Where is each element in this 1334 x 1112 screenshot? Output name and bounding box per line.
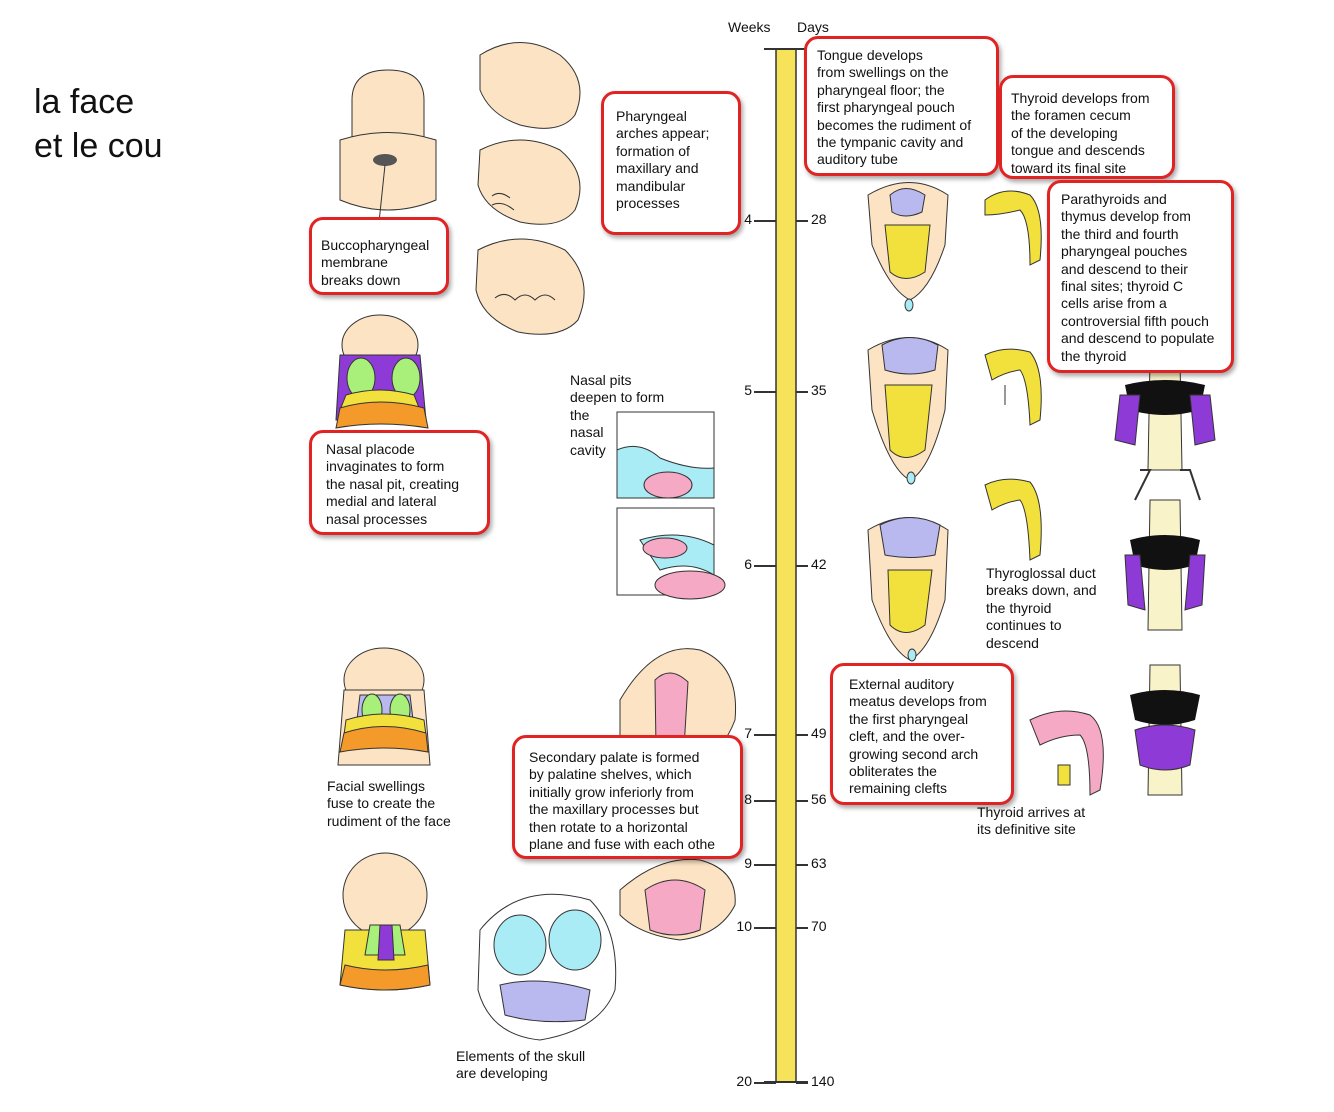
thyroid-descent-2 [984,348,1042,426]
tick-label-week: 20 [736,1073,752,1089]
callout-buccopharyngeal-text: Buccopharyngeal membrane breaks down [321,237,430,288]
callout-pharyngeal-arches-text: Pharyngeal arches appear; formation of m… [616,108,710,212]
face-nasal-placode-drawing [335,314,429,429]
side-embryo-3 [475,238,585,335]
tick-line-week [754,565,776,567]
tick-line-week [754,800,776,802]
nasal-pit-box-2 [616,507,726,600]
days-header: Days [797,19,829,35]
tick-line-week [754,927,776,929]
label-skull-elements: Elements of the skull are developing [456,1048,586,1082]
tick-line-day [796,800,808,802]
callout-parathyroids-text: Parathyroids and thymus develop from the… [1061,191,1215,364]
pharynx-section-3 [867,517,949,662]
tick-line-day [796,565,808,567]
tick-line-day [796,391,808,393]
callout-buccopharyngeal: Buccopharyngeal membrane breaks down [309,217,449,295]
timeline-bar [775,48,797,1083]
tick-label-day: 28 [811,211,827,227]
tick-label-day: 63 [811,855,827,871]
tick-label-week: 4 [744,211,752,227]
nasal-pit-box-1 [616,411,715,499]
thyroid-descent-1 [984,190,1042,266]
tick-label-day: 42 [811,556,827,572]
thymus-complex-3 [1130,664,1200,796]
callout-external-auditory-text: External auditory meatus develops from t… [849,676,987,797]
tick-label-day: 140 [811,1073,835,1089]
tick-label-day: 49 [811,725,827,741]
slide-title: la face et le cou [34,83,163,165]
thymus-complex-2 [1124,499,1206,631]
face-swellings-drawing [337,647,431,766]
label-nasal-pits: Nasal pits deepen to form the nasal cavi… [570,372,665,458]
tick-line-day [796,927,808,929]
callout-tongue: Tongue develops from swellings on the ph… [804,36,999,176]
tick-line-day [796,220,808,222]
tick-label-week: 7 [744,725,752,741]
tick-label-day: 56 [811,791,827,807]
pharynx-section-2 [867,337,949,485]
callout-pharyngeal-arches: Pharyngeal arches appear; formation of m… [601,91,741,235]
label-facial-swellings: Facial swellings fuse to create the rudi… [327,778,451,829]
label-thyroglossal-duct: Thyroglossal duct breaks down, and the t… [986,565,1097,651]
pharynx-section-1 [867,182,949,312]
skull-drawing [477,893,617,1041]
tick-label-week: 10 [736,918,752,934]
tick-line-day [796,734,808,736]
callout-secondary-palate: Secondary palate is formed by palatine s… [512,735,743,859]
early-embryo-drawing [339,69,437,233]
tick-line-week [754,391,776,393]
tick-label-day: 35 [811,382,827,398]
thymus-complex-1 [1114,359,1216,501]
thyroid-descent-3 [984,478,1042,561]
callout-secondary-palate-text: Secondary palate is formed by palatine s… [529,749,716,853]
tick-label-week: 6 [744,556,752,572]
face-regions-drawing [339,852,431,991]
callout-nasal-placode-text: Nasal placode invaginates to form the na… [326,441,460,527]
ear-cleft-drawing [1029,710,1104,796]
tick-line-week [754,220,776,222]
tick-label-week: 5 [744,382,752,398]
callout-thyroid-cecum-text: Thyroid develops from the foramen cecum … [1011,90,1150,176]
palate-view-2 [619,858,736,941]
callout-external-auditory: External auditory meatus develops from t… [830,663,1014,805]
side-embryo-2 [477,139,581,225]
callout-tongue-text: Tongue develops from swellings on the ph… [817,47,972,168]
tick-line-week [754,734,776,736]
side-embryo-1 [479,42,581,129]
tick-label-day: 70 [811,918,827,934]
tick-line-week [754,1082,776,1084]
callout-thyroid-cecum: Thyroid develops from the foramen cecum … [999,75,1175,179]
tick-line-day [796,1082,808,1084]
tick-label-week: 9 [744,855,752,871]
tick-line-week [754,864,776,866]
label-thyroid-arrives: Thyroid arrives at its definitive site [977,804,1086,838]
callout-nasal-placode: Nasal placode invaginates to form the na… [309,430,490,535]
tick-label-week: 8 [744,791,752,807]
weeks-header: Weeks [728,19,771,35]
tick-line-day [796,864,808,866]
callout-parathyroids: Parathyroids and thymus develop from the… [1047,180,1234,373]
